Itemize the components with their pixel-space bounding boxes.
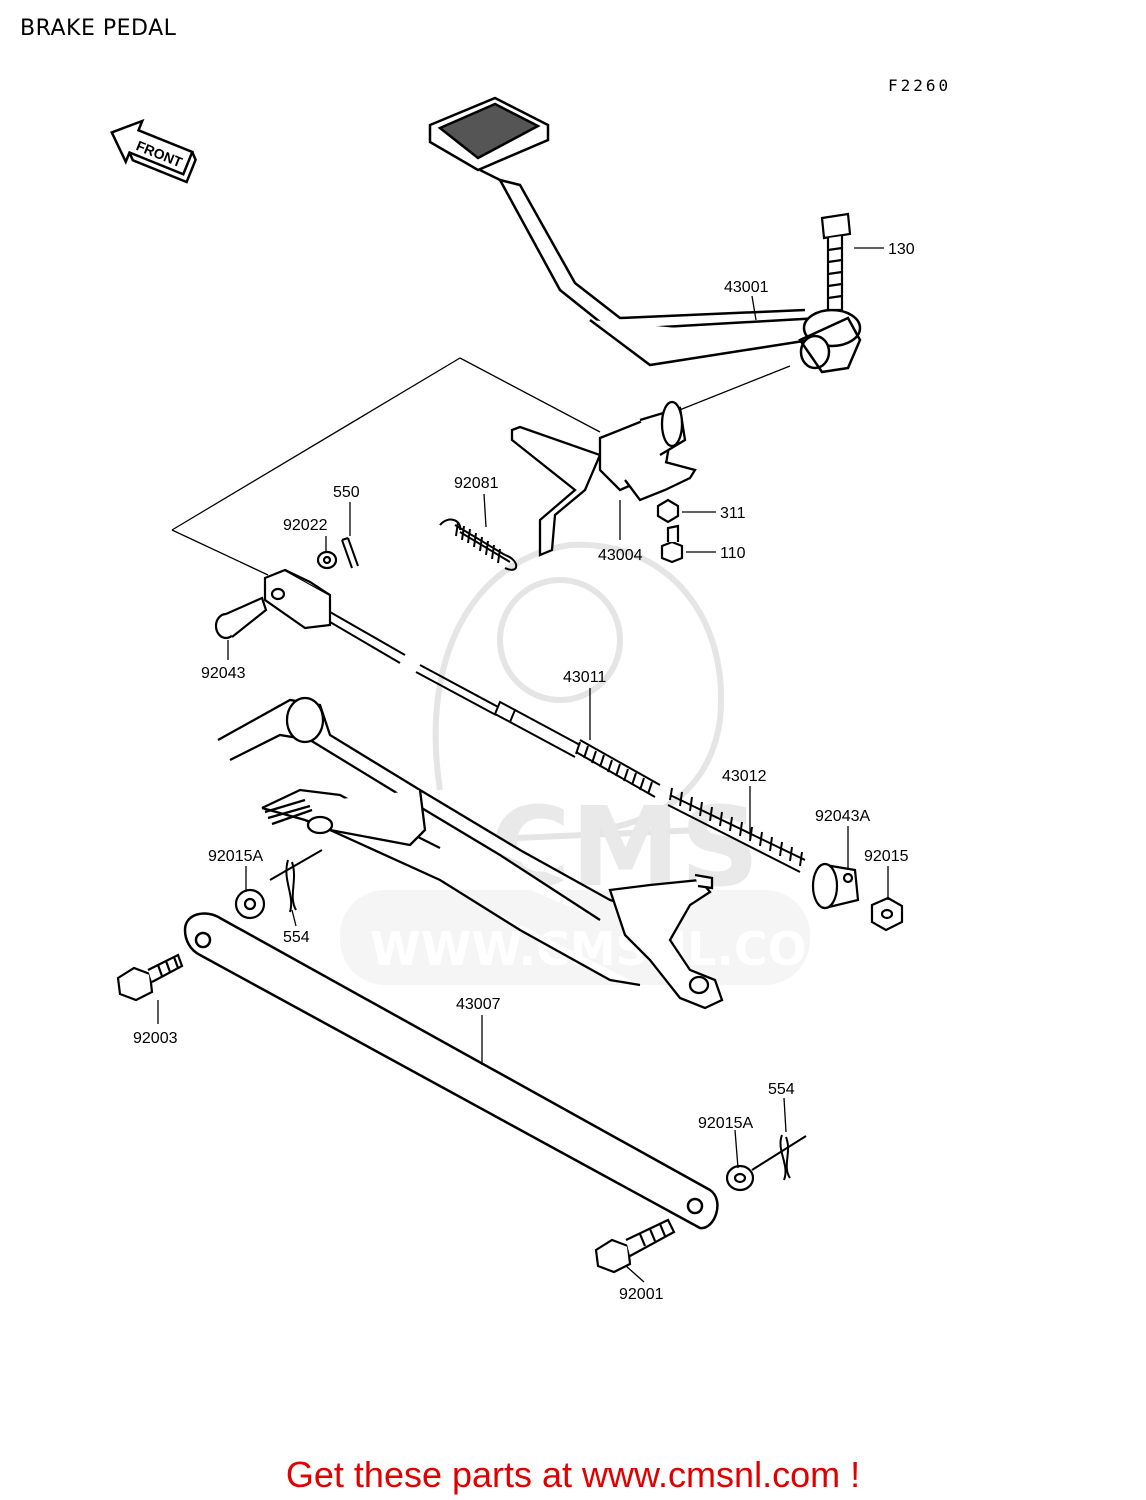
footer-parts-link[interactable]: Get these parts at www.cmsnl.com ! <box>285 1454 861 1495</box>
brake-rod-43011 <box>329 611 661 798</box>
nut-311 <box>656 498 680 524</box>
label-43007: 43007 <box>456 996 501 1013</box>
clevis-pin-92043 <box>214 596 268 640</box>
brake-pedal-43001 <box>428 96 862 374</box>
label-311: 311 <box>720 505 746 522</box>
bolt-130 <box>820 212 852 312</box>
label-43001: 43001 <box>724 279 769 296</box>
label-92043: 92043 <box>201 665 246 682</box>
label-554-right: 554 <box>768 1081 795 1098</box>
label-92015A-right: 92015A <box>698 1115 753 1132</box>
brake-arm <box>608 873 724 1010</box>
label-43011: 43011 <box>563 669 606 686</box>
cotter-pin-550 <box>341 537 359 569</box>
front-arrow: FRONT <box>110 118 197 184</box>
part-labels: 130 43001 92081 311 43004 110 550 92022 … <box>133 241 915 1303</box>
label-92022: 92022 <box>283 517 328 534</box>
label-554-left: 554 <box>283 929 310 946</box>
clip-554-left <box>269 849 323 913</box>
label-43012: 43012 <box>722 768 767 785</box>
washer-92022 <box>316 550 338 570</box>
pivot-shaft-43004 <box>510 400 697 557</box>
label-92081: 92081 <box>454 475 499 492</box>
clevis-joint <box>263 568 332 630</box>
label-110: 110 <box>720 545 746 562</box>
label-92003: 92003 <box>133 1030 178 1047</box>
label-550: 550 <box>333 484 360 501</box>
label-92015A-left: 92015A <box>208 848 263 865</box>
bolt-110 <box>660 524 684 564</box>
bolt-92001 <box>594 1218 676 1274</box>
torque-link-43007 <box>183 912 719 1230</box>
label-92001: 92001 <box>619 1286 664 1303</box>
leader-lines <box>157 247 889 1283</box>
nut-92015 <box>870 896 904 932</box>
watermark-site: WWW.CMSNL.COM <box>370 922 853 976</box>
watermark: WWW.CMSNL.COM CMS <box>340 541 853 985</box>
assembly-outline <box>171 357 791 576</box>
collar-92015A-right <box>725 1164 755 1192</box>
spring-92081 <box>439 518 518 571</box>
spring-43012 <box>667 787 806 873</box>
label-43004: 43004 <box>598 547 643 564</box>
bolt-92003 <box>116 953 184 1002</box>
figure-code: F2260 <box>888 76 952 95</box>
swingarm <box>217 696 641 987</box>
parts-diagram: WWW.CMSNL.COM CMS FRONT <box>110 96 915 1303</box>
label-130: 130 <box>888 241 915 258</box>
clip-554-right <box>751 1134 807 1181</box>
label-92043A: 92043A <box>815 808 870 825</box>
page-title: BRAKE PEDAL <box>20 16 177 41</box>
label-92015: 92015 <box>864 848 909 865</box>
collar-92015A-left <box>234 888 266 920</box>
joint-92043A <box>811 862 860 910</box>
